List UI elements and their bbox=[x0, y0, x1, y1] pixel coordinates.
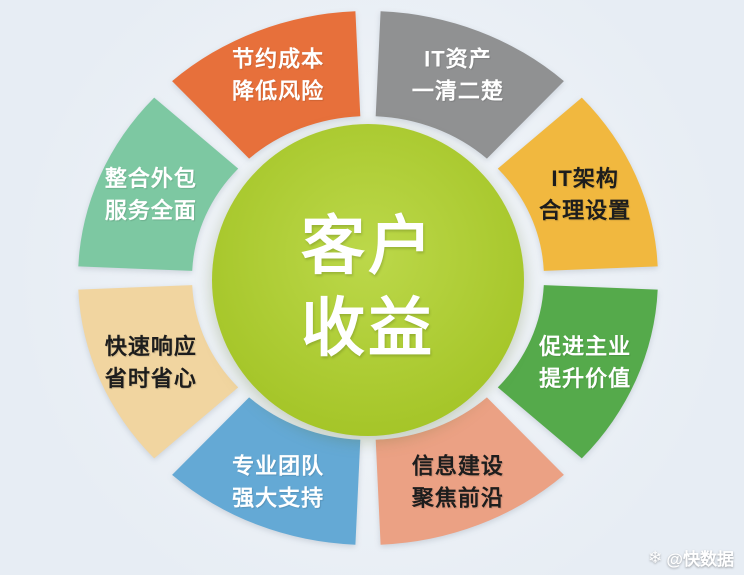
segment-it-architecture-line1: IT架构 bbox=[551, 166, 619, 191]
segment-main-business bbox=[497, 285, 658, 459]
segment-info-construction bbox=[375, 397, 564, 545]
center-title-line1: 客户 bbox=[301, 210, 435, 282]
segment-it-architecture bbox=[497, 97, 658, 271]
segment-it-assets-line2: 一清二楚 bbox=[412, 79, 504, 104]
segment-outsourcing bbox=[78, 97, 239, 271]
segment-main-business-line2: 提升价值 bbox=[539, 366, 631, 391]
segment-info-construction-line1: 信息建设 bbox=[412, 453, 504, 478]
center-title-line2: 收益 bbox=[301, 292, 435, 364]
segment-fast-response bbox=[78, 285, 239, 459]
segment-professional-team bbox=[172, 397, 361, 545]
snowflake-icon: ❄ bbox=[648, 547, 663, 567]
watermark: ❄ @快数据 bbox=[648, 545, 734, 570]
segment-it-architecture-line2: 合理设置 bbox=[539, 198, 631, 223]
segment-outsourcing-line1: 整合外包 bbox=[105, 166, 197, 191]
segment-fast-response-line1: 快速响应 bbox=[105, 334, 197, 359]
segment-info-construction-line2: 聚焦前沿 bbox=[411, 485, 504, 510]
segment-cost-saving bbox=[172, 11, 361, 159]
segment-cost-saving-line1: 节约成本 bbox=[232, 47, 324, 72]
segment-professional-team-line2: 强大支持 bbox=[232, 485, 324, 510]
segment-professional-team-line1: 专业团队 bbox=[232, 453, 324, 478]
segment-it-assets bbox=[375, 11, 564, 159]
segment-it-assets-line1: IT资产 bbox=[424, 47, 492, 72]
segment-fast-response-line2: 省时省心 bbox=[104, 366, 197, 391]
watermark-text: @快数据 bbox=[666, 550, 734, 569]
center-circle bbox=[212, 124, 524, 436]
segment-outsourcing-line2: 服务全面 bbox=[105, 198, 197, 223]
segment-cost-saving-line2: 降低风险 bbox=[232, 79, 324, 104]
segment-main-business-line1: 促进主业 bbox=[538, 334, 631, 359]
